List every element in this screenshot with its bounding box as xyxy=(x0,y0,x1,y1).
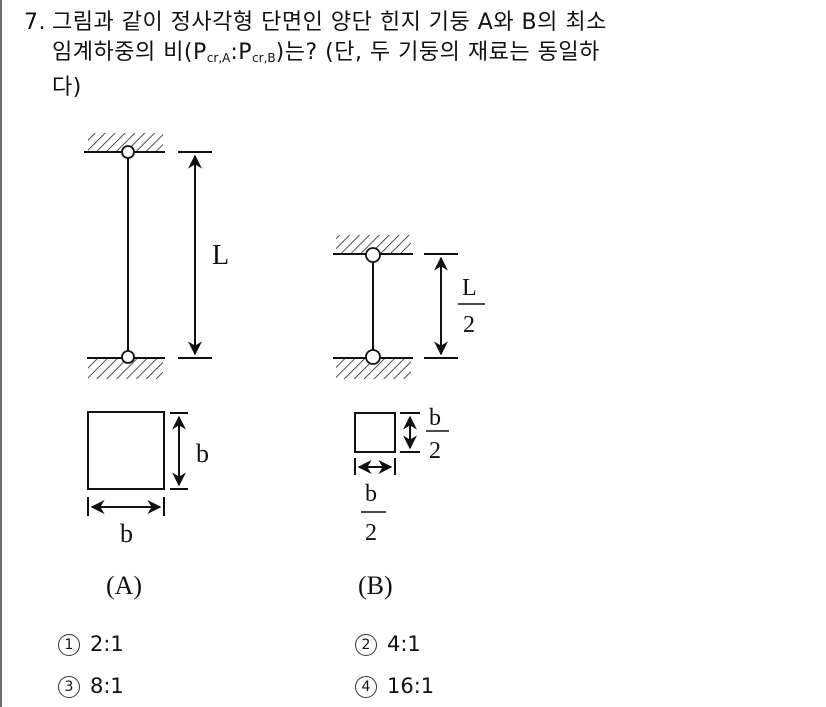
section-a-width-label: b xyxy=(120,519,133,548)
bottom-fixed-support-hatch xyxy=(88,359,163,379)
circled-number-icon: 4 xyxy=(355,676,377,698)
choice-text: 8:1 xyxy=(90,674,124,698)
caption-a: (A) xyxy=(106,571,142,600)
section-b-height-numerator: b xyxy=(429,405,441,431)
question-line-3-text: 다) xyxy=(52,75,82,100)
section-a-height-label: b xyxy=(196,439,209,468)
question-text-segment: :P xyxy=(230,40,253,65)
section-b-square xyxy=(354,412,396,453)
question-line-1: 7.그림과 같이 정사각형 단면인 양단 힌지 기둥 A와 B의 최소 xyxy=(24,8,784,38)
choice-2[interactable]: 2 4:1 xyxy=(355,632,421,656)
choice-text: 16:1 xyxy=(387,674,435,698)
top-hinge-icon xyxy=(365,247,381,263)
question-text-segment: 임계하중의 비(P xyxy=(52,40,207,65)
subscript-cr-b: cr,B xyxy=(252,51,276,65)
bottom-hinge-icon xyxy=(121,350,135,364)
section-b-height-denominator: 2 xyxy=(429,438,441,464)
question-text-segment: )는? (단, 두 기둥의 재료는 동일하 xyxy=(275,40,600,65)
section-b-width-numerator: b xyxy=(365,481,377,507)
question-line-3: 다) xyxy=(24,73,784,103)
column-a: L b b (A) xyxy=(84,133,229,600)
length-label-denominator: 2 xyxy=(463,312,475,338)
subscript-cr-a: cr,A xyxy=(206,51,231,65)
caption-b: (B) xyxy=(358,571,393,600)
choice-3[interactable]: 3 8:1 xyxy=(58,674,124,698)
question-number: 7. xyxy=(24,10,46,35)
circled-number-icon: 2 xyxy=(355,634,377,656)
choice-4[interactable]: 4 16:1 xyxy=(355,674,434,698)
circled-number-icon: 3 xyxy=(58,676,80,698)
section-a-square xyxy=(87,411,165,490)
top-fixed-support-hatch xyxy=(88,133,163,151)
section-b-width-denominator: 2 xyxy=(365,520,377,546)
bottom-fixed-support-hatch xyxy=(336,359,411,379)
bottom-hinge-icon xyxy=(365,349,381,365)
question-line-1-text: 그림과 같이 정사각형 단면인 양단 힌지 기둥 A와 B의 최소 xyxy=(52,10,607,35)
choice-1[interactable]: 1 2:1 xyxy=(58,632,124,656)
column-b: L 2 b 2 b 2 (B) xyxy=(333,235,485,600)
question-text: 7.그림과 같이 정사각형 단면인 양단 힌지 기둥 A와 B의 최소 임계하중… xyxy=(24,8,784,103)
circled-number-icon: 1 xyxy=(58,634,80,656)
length-label-l: L xyxy=(212,240,229,271)
page-left-border xyxy=(0,0,2,707)
top-hinge-icon xyxy=(121,145,135,159)
top-fixed-support-hatch xyxy=(336,235,411,253)
choice-text: 4:1 xyxy=(387,632,421,656)
question-line-2: 임계하중의 비(Pcr,A:Pcr,B)는? (단, 두 기둥의 재료는 동일하 xyxy=(24,38,784,73)
length-label-numerator: L xyxy=(462,275,477,301)
choice-text: 2:1 xyxy=(90,632,124,656)
